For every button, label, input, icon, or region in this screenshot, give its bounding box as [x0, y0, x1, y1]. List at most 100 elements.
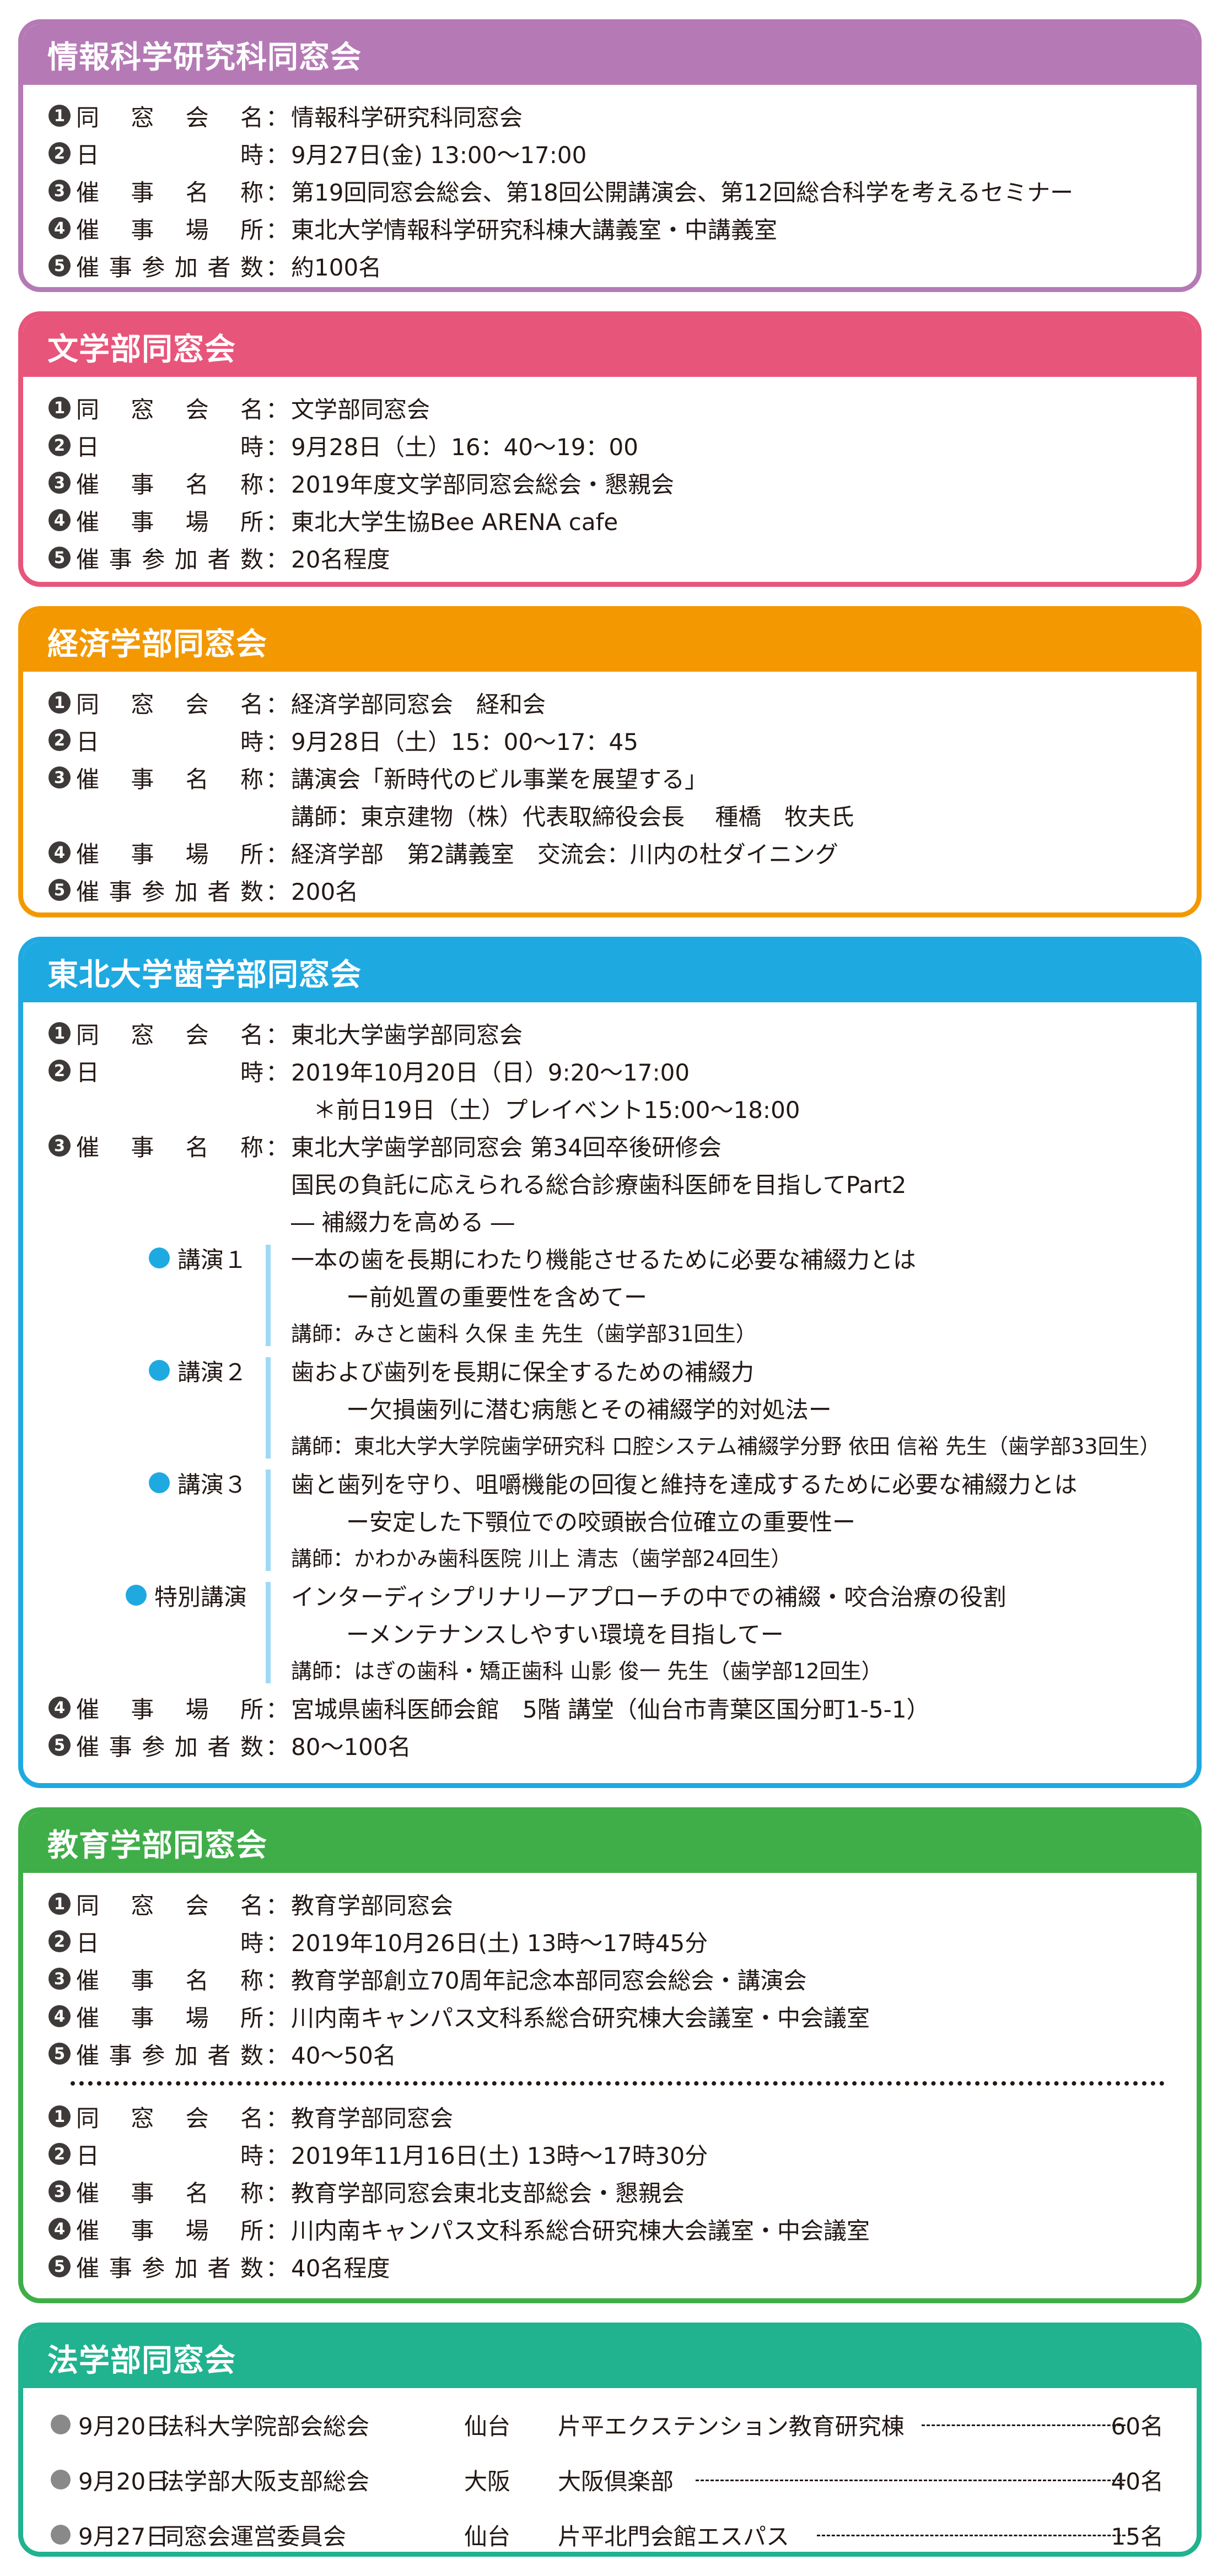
num-badge: 5	[49, 879, 71, 901]
label-count: 催事参加者数	[76, 878, 263, 905]
label-date: 日時	[76, 1059, 263, 1086]
value-venue: 東北大学生協Bee ARENA cafe	[291, 508, 618, 536]
num-badge: 3	[49, 1968, 71, 1990]
lecture-title: インターディシプリナリーアプローチの中での補綴・咬合治療の役割	[291, 1583, 1006, 1611]
lecture-tag: 講演１	[49, 1239, 247, 1277]
law-date: 9月20日	[78, 2412, 169, 2440]
value-count: 40～50名	[291, 2042, 396, 2069]
value-event-speaker: 講師：東京建物（株）代表取締役会長 種橋 牧夫氏	[291, 803, 854, 830]
label-venue: 催事場所	[76, 2217, 263, 2244]
label-venue: 催事場所	[76, 1695, 263, 1723]
value-date: 9月28日（土）15：00～17：45	[291, 728, 638, 755]
num-badge: 2	[49, 1060, 71, 1082]
law-date: 9月20日	[78, 2467, 169, 2495]
value-event: 教育学部創立70周年記念本部同窓会総会・講演会	[291, 1967, 807, 1994]
card-title: 法学部同窓会	[23, 2327, 1197, 2388]
value-name: 経済学部同窓会 経和会	[291, 690, 546, 718]
bullet-dot-icon	[148, 1248, 170, 1268]
num-badge: 1	[49, 397, 71, 419]
value-venue: 経済学部 第2講義室 交流会：川内の杜ダイニング	[291, 840, 838, 868]
row-event-cont: 講師：東京建物（株）代表取締役会長 種橋 牧夫氏	[49, 796, 1197, 834]
law-place: 仙台	[464, 2412, 511, 2440]
label-event: 催事名称	[76, 179, 263, 206]
label-event: 催事名称	[76, 765, 263, 793]
label-date: 日時	[76, 433, 263, 461]
leader-line	[696, 2480, 1126, 2481]
law-event: 同窓会運営委員会	[161, 2523, 347, 2550]
num-badge: 5	[49, 547, 71, 569]
law-event: 法学部大阪支部総会	[161, 2467, 370, 2495]
value-name: 文学部同窓会	[291, 396, 430, 423]
dotted-divider	[71, 2081, 1165, 2086]
num-badge: 5	[49, 1734, 71, 1756]
law-place: 仙台	[464, 2523, 511, 2550]
card-title: 東北大学歯学部同窓会	[23, 942, 1197, 1002]
lecture-tag: 特別講演	[49, 1576, 247, 1614]
value-venue: 川内南キャンパス文科系総合研究棟大会議室・中会議室	[291, 2217, 870, 2244]
lecture-speaker: 講師：東北大学大学院歯学研究科 口腔システム補綴学分野 依田 信裕 先生（歯学部…	[291, 1434, 1161, 1459]
law-count: 40名	[1111, 2467, 1164, 2495]
row-event-cont: 国民の負託に応えられる総合診療歯科医師を目指してPart2	[49, 1164, 1197, 1202]
value-event-subtheme: ― 補綴力を高める ―	[291, 1208, 514, 1236]
num-badge: 3	[49, 472, 71, 494]
value-event: 東北大学歯学部同窓会 第34回卒後研修会	[291, 1133, 722, 1161]
law-place: 大阪	[464, 2467, 511, 2495]
card-title: 経済学部同窓会	[23, 611, 1197, 672]
value-event: 2019年度文学部同窓会総会・懇親会	[291, 471, 674, 498]
lecture-speaker: 講師：かわかみ歯科医院 川上 清志（歯学部24回生）	[291, 1546, 792, 1571]
num-badge: 4	[49, 509, 71, 531]
value-name: 教育学部同窓会	[291, 1892, 454, 1919]
law-event: 法科大学院部会総会	[161, 2412, 370, 2440]
label-venue: 催事場所	[76, 216, 263, 244]
label-event: 催事名称	[76, 1133, 263, 1161]
label-name: 同窓会名	[76, 104, 263, 131]
value-count: 約100名	[291, 253, 382, 281]
label-count: 催事参加者数	[76, 2254, 263, 2282]
num-badge: 5	[49, 255, 71, 277]
label-name: 同窓会名	[76, 1021, 263, 1049]
lecture-special: 特別講演 インターディシプリナリーアプローチの中での補綴・咬合治療の役割 ーメン…	[49, 1576, 1197, 1689]
label-count: 催事参加者数	[76, 546, 263, 573]
lecture-tag-label: 特別講演	[154, 1583, 247, 1611]
card-title: 情報科学研究科同窓会	[23, 24, 1197, 85]
law-venue: 片平北門会館エスパス	[558, 2523, 790, 2550]
law-event-row: 9月27日 同窓会運営委員会 仙台 片平北門会館エスパス 15名	[51, 2507, 1197, 2552]
value-name: 教育学部同窓会	[291, 2104, 454, 2132]
num-badge: 2	[49, 729, 71, 751]
value-date: 2019年11月16日(土) 13時～17時30分	[291, 2142, 708, 2169]
num-badge: 1	[49, 105, 71, 127]
num-badge: 1	[49, 1893, 71, 1915]
value-event: 第19回同窓会総会、第18回公開講演会、第12回総合科学を考えるセミナー	[291, 179, 1074, 206]
num-badge: 1	[49, 692, 71, 714]
value-venue: 川内南キャンパス文科系総合研究棟大会議室・中会議室	[291, 2004, 870, 2032]
value-count: 200名	[291, 878, 359, 905]
card-body: 9月20日 法科大学院部会総会 仙台 片平エクステンション教育研究棟 60名 9…	[23, 2388, 1197, 2552]
bullet-dot-icon	[125, 1585, 147, 1606]
label-date: 日時	[76, 2142, 263, 2169]
lecture-bar	[266, 1245, 271, 1346]
num-badge: 2	[49, 1930, 71, 1952]
label-date: 日時	[76, 1929, 263, 1957]
bullet-dot-icon	[148, 1360, 170, 1381]
lecture-2: 講演２ 歯および歯列を長期に保全するための補綴力 ー欠損歯列に潜む病態とその補綴…	[49, 1352, 1197, 1464]
value-pre-event: ＊前日19日（土）プレイベント15:00～18:00	[313, 1096, 800, 1124]
lecture-tag: 講演２	[49, 1352, 247, 1389]
lecture-bar	[266, 1582, 271, 1683]
label-name: 同窓会名	[76, 690, 263, 718]
value-date: 2019年10月26日(土) 13時～17時45分	[291, 1929, 708, 1957]
